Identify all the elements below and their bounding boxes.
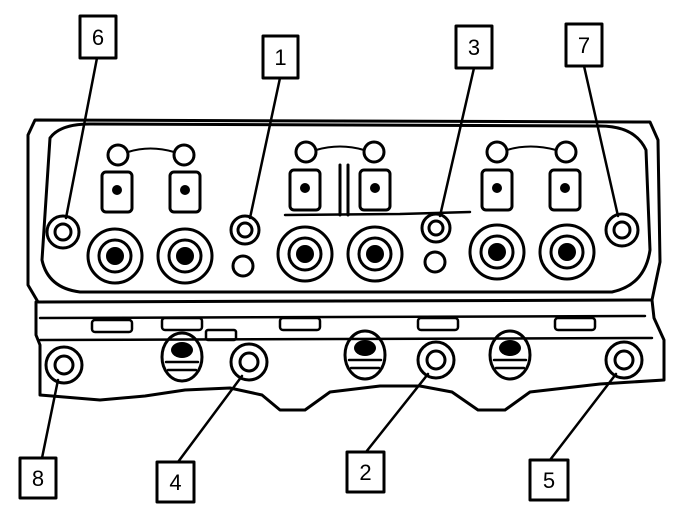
leader-line-7 (582, 64, 620, 218)
bolt-hole-1 (229, 214, 261, 246)
leader-line-5 (548, 372, 618, 462)
callout-label: 1 (274, 45, 286, 70)
rocker-pedestal (100, 170, 134, 214)
leader-line-6 (64, 56, 99, 220)
port-slot (160, 316, 204, 332)
spark-plugs (160, 329, 532, 383)
head-bolt-holes (44, 212, 644, 385)
spark-plug (160, 331, 204, 383)
head-lower-deck (34, 298, 666, 412)
cylinder-head (26, 118, 666, 412)
callout-label: 8 (32, 466, 44, 491)
callout-2: 2 (345, 450, 386, 494)
bolt-hole-2 (416, 340, 456, 380)
port-slot (90, 318, 134, 334)
rocker-pedestals (100, 163, 582, 217)
leader-line-2 (364, 372, 430, 454)
valve-spring (86, 227, 144, 285)
valve-spring (276, 225, 334, 283)
callout-label: 6 (92, 25, 104, 50)
bolt-hole-3 (420, 212, 452, 244)
bolt-hole-6 (45, 214, 81, 250)
spark-plug (488, 329, 532, 381)
leader-line-1 (248, 76, 282, 220)
callout-7: 7 (564, 22, 604, 68)
valve-spring (346, 225, 404, 283)
leader-line-4 (176, 374, 244, 464)
valve-springs (86, 223, 596, 285)
bolt-hole-7 (604, 212, 640, 248)
rocker-pedestal (168, 170, 202, 214)
callout-label: 3 (468, 35, 480, 60)
rocker-pedestal (480, 168, 514, 212)
callout-6: 6 (78, 14, 118, 60)
bolt-hole-5 (604, 340, 644, 380)
callout-5: 5 (528, 458, 570, 502)
callout-1: 1 (261, 34, 300, 80)
valve-spring (468, 223, 526, 281)
callout-label: 5 (543, 468, 555, 493)
head-inner-outline (40, 122, 652, 294)
leader-line-8 (40, 378, 60, 460)
leader-lines (40, 56, 620, 464)
rocker-pedestal (548, 168, 582, 212)
intake-port-rail (38, 314, 654, 342)
port-slot (416, 316, 460, 332)
port-slot (204, 328, 238, 342)
port-slot (553, 316, 597, 332)
pushrod-holes (106, 140, 578, 278)
callout-label: 7 (578, 33, 590, 58)
callout-label: 4 (169, 470, 181, 495)
callout-8: 8 (18, 456, 58, 500)
rocker-pedestal (288, 168, 322, 212)
callouts: 1 2 3 4 5 6 7 8 (18, 14, 604, 504)
port-slot (278, 316, 322, 332)
callout-3: 3 (454, 24, 494, 70)
callout-label: 2 (359, 460, 371, 485)
valve-spring (156, 227, 214, 285)
valve-spring (538, 223, 596, 281)
bolt-hole-8 (44, 345, 84, 385)
spark-plug (343, 329, 387, 381)
leader-line-3 (438, 66, 476, 218)
rocker-pedestal (358, 168, 392, 212)
bolt-hole-4 (229, 342, 269, 382)
callout-4: 4 (155, 460, 196, 504)
